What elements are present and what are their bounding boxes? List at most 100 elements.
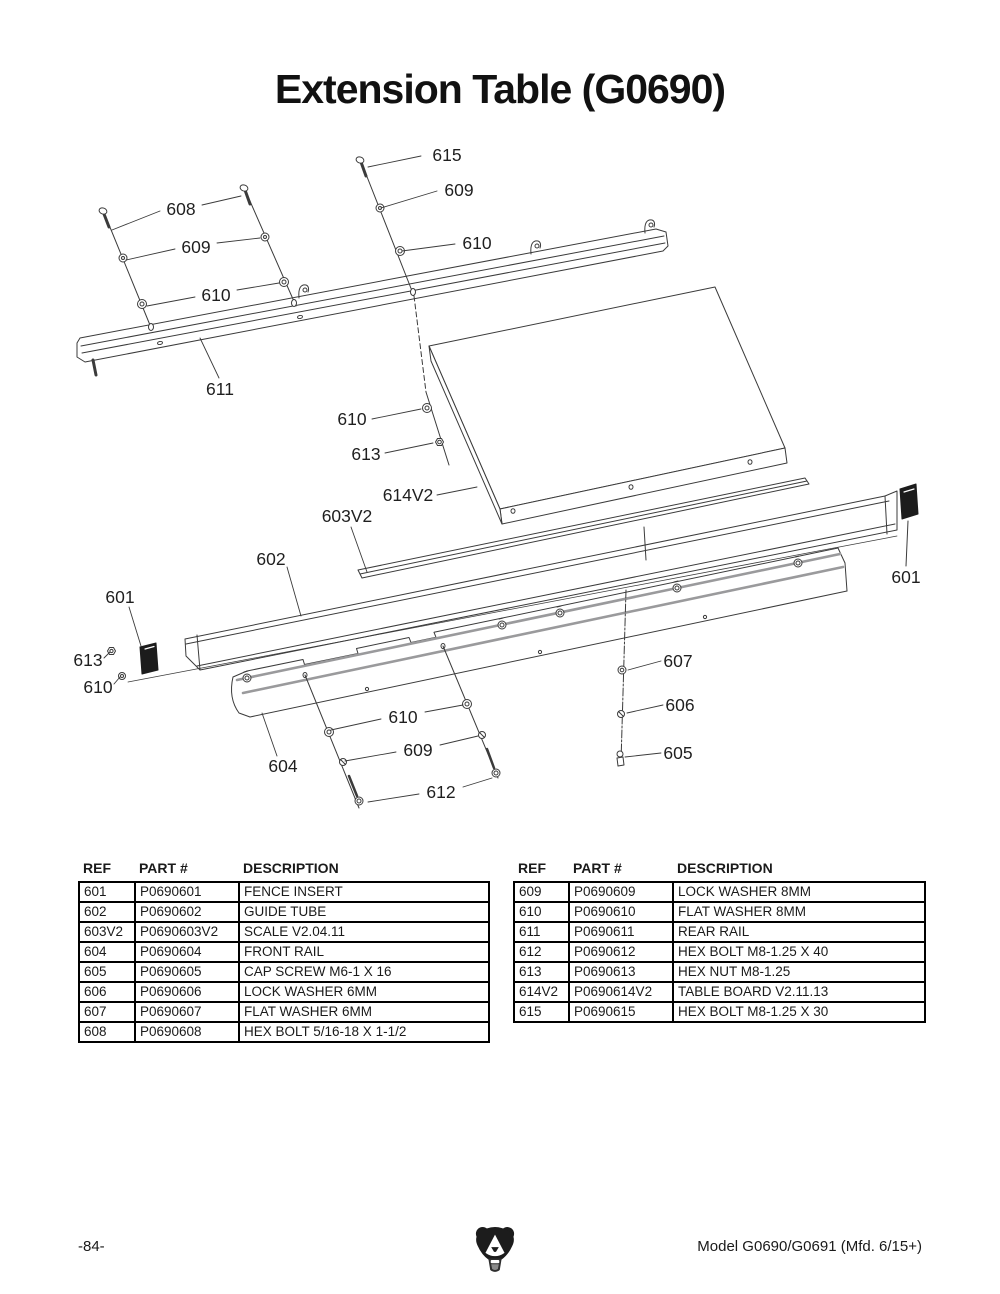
callout-613-mid: 613 — [351, 444, 380, 464]
table-cell: P0690610 — [568, 901, 674, 923]
table-cell: HEX BOLT M8-1.25 X 30 — [672, 1001, 926, 1023]
table-cell: P0690608 — [134, 1021, 240, 1043]
callout-609-top: 609 — [444, 180, 473, 200]
table-cell: P0690614V2 — [568, 981, 674, 1003]
callout-606: 606 — [665, 695, 694, 715]
table-cell: P0690607 — [134, 1001, 240, 1023]
table-cell: GUIDE TUBE — [238, 901, 490, 923]
table-cell: HEX BOLT M8-1.25 X 40 — [672, 941, 926, 963]
table-cell: 605 — [78, 961, 136, 983]
table-cell: P0690611 — [568, 921, 674, 943]
table-cell: FENCE INSERT — [238, 881, 490, 903]
table-header-row: REF PART # DESCRIPTION — [79, 860, 489, 882]
table-cell: 607 — [78, 1001, 136, 1023]
callout-612: 612 — [426, 782, 455, 802]
callout-605: 605 — [663, 743, 692, 763]
scale-603v2 — [357, 477, 810, 579]
table-cell: FLAT WASHER 8MM — [672, 901, 926, 923]
header-description: DESCRIPTION — [677, 860, 773, 876]
bear-logo-icon — [475, 1227, 515, 1272]
table-cell: FLAT WASHER 6MM — [238, 1001, 490, 1023]
header-description: DESCRIPTION — [243, 860, 339, 876]
callout-614v2: 614V2 — [383, 485, 434, 505]
callout-609-left: 609 — [181, 237, 210, 257]
bolt-axis-left-b — [239, 184, 297, 307]
table-cell: 608 — [78, 1021, 136, 1043]
callout-604: 604 — [268, 756, 297, 776]
callout-610-bottom: 610 — [388, 707, 417, 727]
callout-610-left: 610 — [201, 285, 230, 305]
callout-610-top: 610 — [462, 233, 491, 253]
table-cell: CAP SCREW M6-1 X 16 — [238, 961, 490, 983]
table-cell: 615 — [513, 1001, 570, 1023]
table-cell: LOCK WASHER 8MM — [672, 881, 926, 903]
table-cell: 604 — [78, 941, 136, 963]
table-cell: 601 — [78, 881, 136, 903]
callout-615: 615 — [432, 145, 461, 165]
header-ref: REF — [83, 860, 111, 876]
model-label: Model G0690/G0691 (Mfd. 6/15+) — [697, 1238, 922, 1255]
table-cell: HEX BOLT 5/16-18 X 1-1/2 — [238, 1021, 490, 1043]
callout-603v2: 603V2 — [322, 506, 373, 526]
table-cell: 603V2 — [78, 921, 136, 943]
table-cell: HEX NUT M8-1.25 — [672, 961, 926, 983]
table-cell: P0690601 — [134, 881, 240, 903]
front-rail-604 — [230, 547, 848, 718]
header-part: PART # — [139, 860, 188, 876]
table-cell: P0690606 — [134, 981, 240, 1003]
callout-602: 602 — [256, 549, 285, 569]
callout-610-mid: 610 — [337, 409, 366, 429]
table-cell: P0690612 — [568, 941, 674, 963]
fence-insert-right-601 — [899, 483, 919, 567]
table-cell: TABLE BOARD V2.11.13 — [672, 981, 926, 1003]
table-cell: LOCK WASHER 6MM — [238, 981, 490, 1003]
table-board-614v2 — [428, 286, 788, 525]
table-cell: P0690605 — [134, 961, 240, 983]
page-title: Extension Table (G0690) — [274, 66, 726, 112]
table-cell: 610 — [513, 901, 570, 923]
callout-610-lowleft: 610 — [83, 677, 112, 697]
table-cell: 612 — [513, 941, 570, 963]
callout-607: 607 — [663, 651, 692, 671]
header-ref: REF — [518, 860, 546, 876]
exploded-diagram: 615 609 610 608 609 610 611 610 613 614V… — [73, 145, 921, 809]
table-cell: P0690609 — [568, 881, 674, 903]
bolt-axis-605-607 — [616, 589, 627, 767]
table-cell: 611 — [513, 921, 570, 943]
table-header-row: REF PART # DESCRIPTION — [514, 860, 925, 882]
table-cell: 606 — [78, 981, 136, 1003]
table-cell: 613 — [513, 961, 570, 983]
table-cell: 614V2 — [513, 981, 570, 1003]
callout-601-right: 601 — [891, 567, 920, 587]
callout-608: 608 — [166, 199, 195, 219]
callout-611: 611 — [206, 379, 234, 399]
fence-insert-left-601 — [107, 642, 159, 680]
bolt-axis-615 — [355, 156, 450, 466]
bolt-axis-left-a — [98, 207, 154, 331]
leader-lines — [103, 155, 664, 803]
table-cell: P0690604 — [134, 941, 240, 963]
page-number: -84- — [78, 1238, 105, 1255]
table-cell: P0690603V2 — [134, 921, 240, 943]
table-cell: SCALE V2.04.11 — [238, 921, 490, 943]
header-part: PART # — [573, 860, 622, 876]
callout-609-bottom: 609 — [403, 740, 432, 760]
table-cell: 609 — [513, 881, 570, 903]
